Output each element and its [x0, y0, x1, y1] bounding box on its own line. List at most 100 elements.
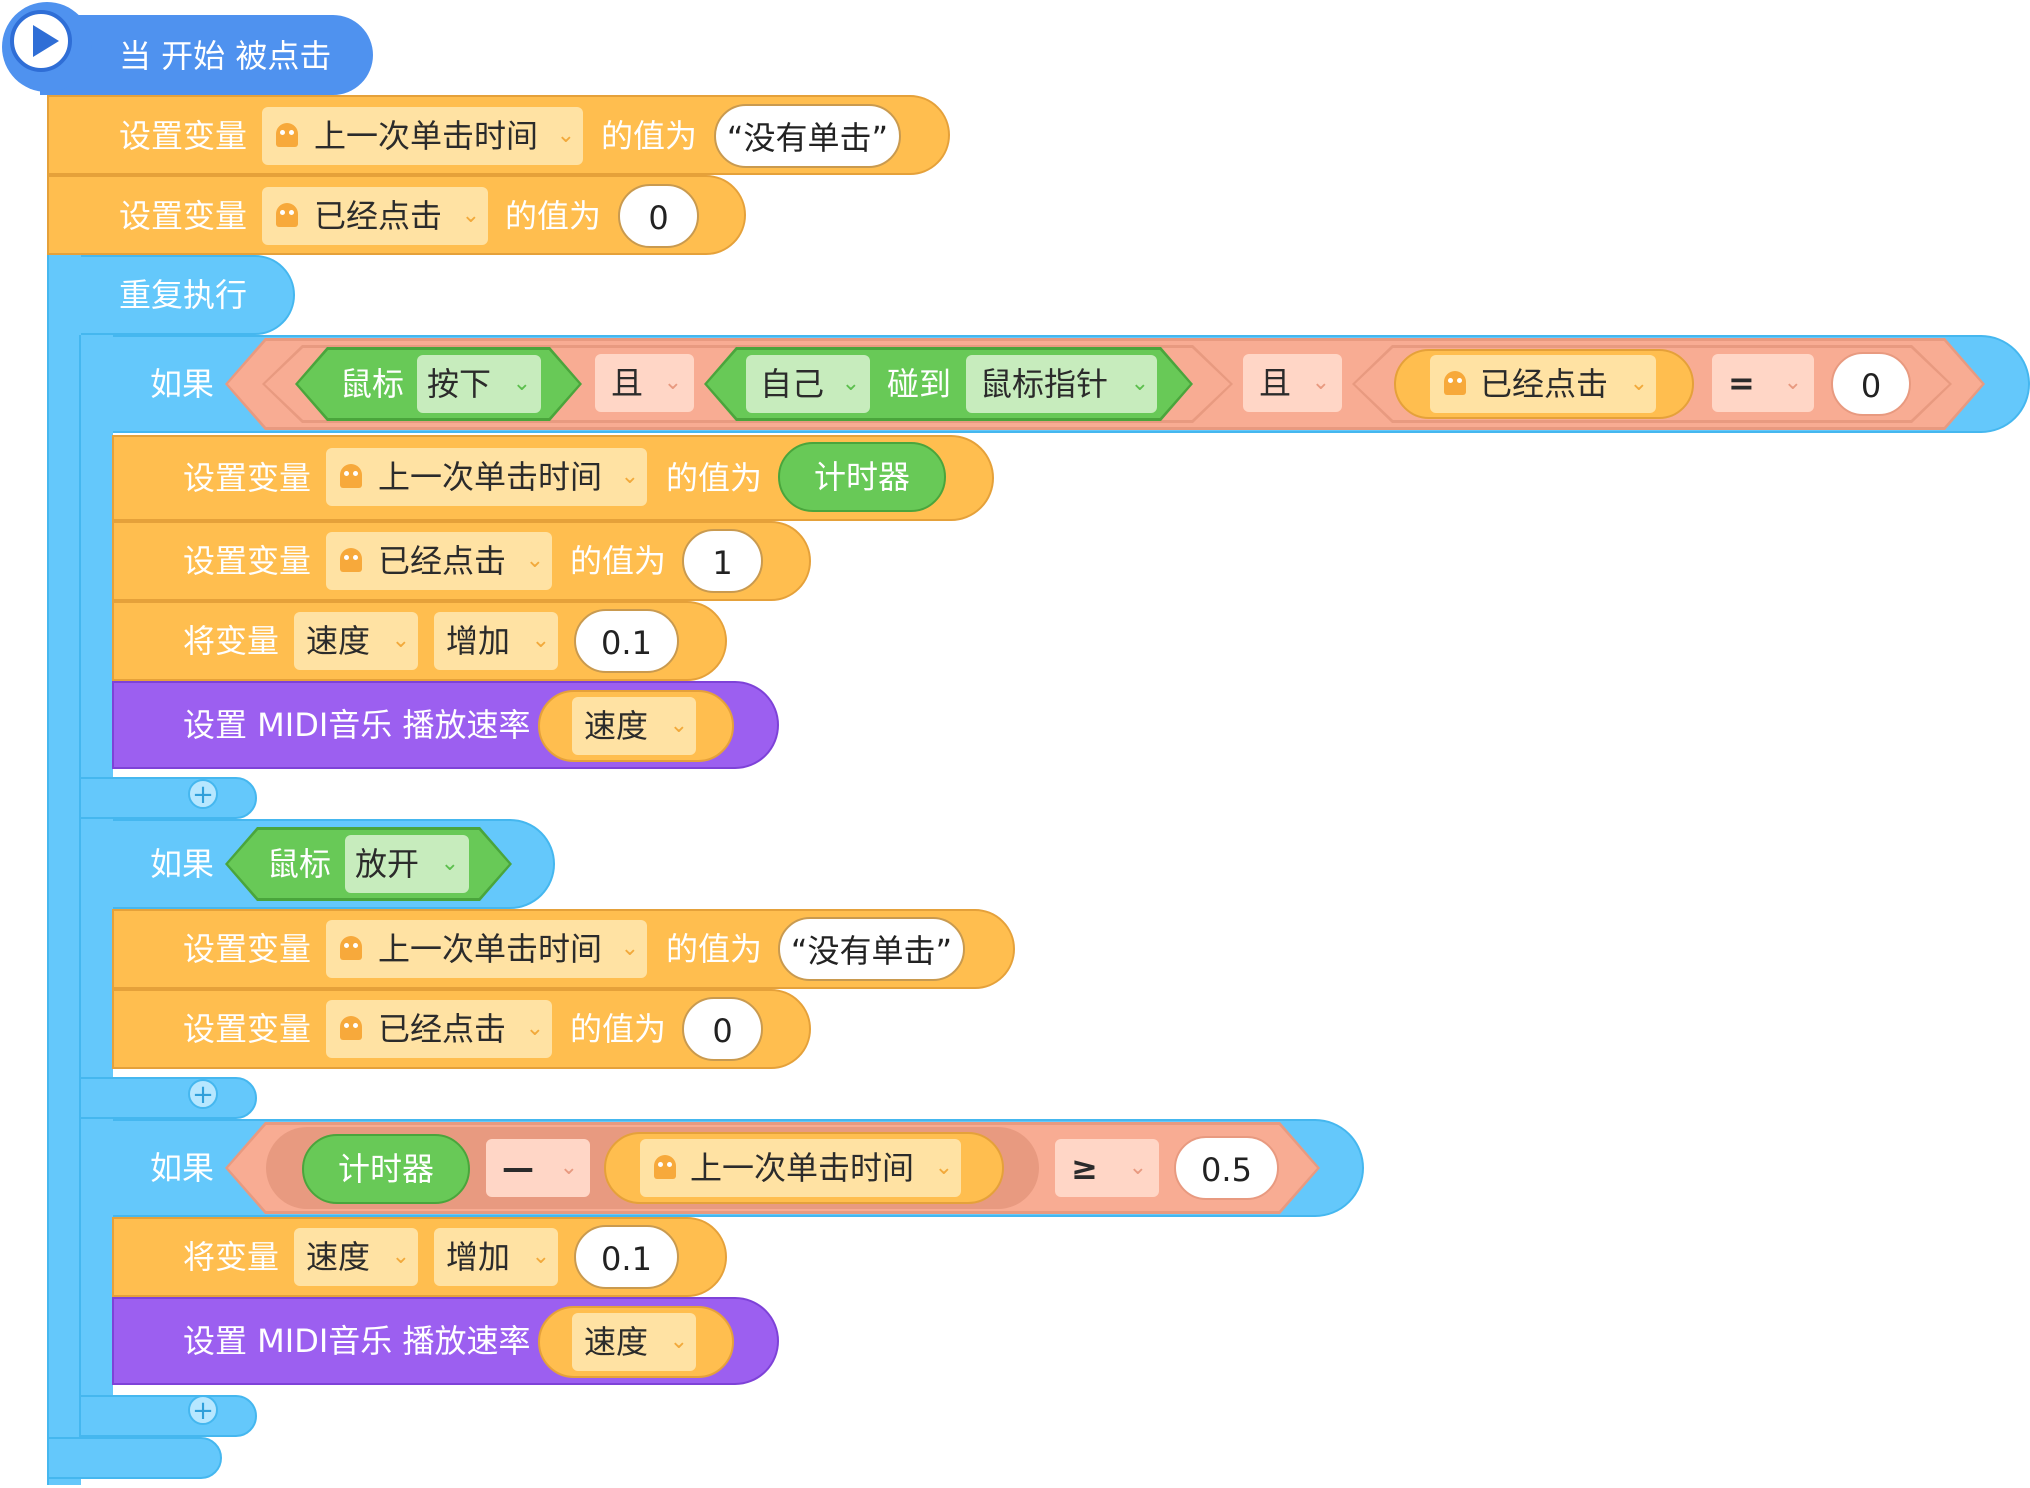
value-label: 的值为 [570, 542, 667, 580]
ghost-icon [340, 936, 362, 960]
if-label: 如果 [150, 365, 215, 403]
if-label: 如果 [150, 1149, 215, 1187]
chevron-down-icon: ⌄ [391, 1244, 410, 1269]
value-number-input[interactable]: 0.1 [574, 1225, 679, 1289]
arithmetic-operator-dropdown[interactable]: — ⌄ [486, 1139, 590, 1197]
chevron-down-icon: ⌄ [1311, 370, 1330, 395]
chevron-down-icon: ⌄ [1629, 371, 1648, 396]
variable-dropdown[interactable]: 速度 ⌄ [294, 612, 418, 670]
chevron-down-icon: ⌄ [525, 548, 544, 573]
mouse-state-block[interactable]: 鼠标 按下 ⌄ [295, 347, 582, 421]
value-text-input[interactable]: “没有单击” [714, 104, 901, 168]
logic-operator-dropdown[interactable]: 且 ⌄ [1243, 354, 1342, 412]
change-variable-label: 将变量 [183, 622, 280, 660]
chevron-down-icon: ⌄ [440, 851, 459, 876]
ghost-icon [340, 464, 362, 488]
ghost-icon [276, 123, 298, 147]
timer-reporter[interactable]: 计时器 [302, 1134, 470, 1204]
change-mode-dropdown[interactable]: 增加 ⌄ [434, 612, 558, 670]
play-icon [2, 2, 92, 92]
chevron-down-icon: ⌄ [556, 123, 575, 148]
chevron-down-icon: ⌄ [531, 628, 550, 653]
variable-reporter[interactable]: 速度 ⌄ [538, 690, 734, 762]
value-label: 的值为 [505, 197, 602, 235]
variable-dropdown[interactable]: 已经点击 ⌄ [262, 187, 488, 245]
chevron-down-icon: ⌄ [391, 628, 410, 653]
chevron-down-icon: ⌄ [663, 370, 682, 395]
variable-dropdown[interactable]: 速度 ⌄ [572, 1313, 696, 1371]
ghost-icon [340, 1016, 362, 1040]
midi-rate-label: 设置 MIDI音乐 播放速率 [183, 706, 531, 744]
chevron-down-icon: ⌄ [841, 371, 860, 396]
sprite-dropdown[interactable]: 自己 ⌄ [746, 355, 870, 413]
value-label: 的值为 [666, 930, 763, 968]
chevron-down-icon: ⌄ [1128, 1155, 1147, 1180]
variable-dropdown[interactable]: 上一次单击时间 ⌄ [326, 448, 647, 506]
variable-dropdown[interactable]: 已经点击 ⌄ [326, 532, 552, 590]
chevron-down-icon: ⌄ [559, 1155, 578, 1180]
variable-dropdown[interactable]: 速度 ⌄ [572, 697, 696, 755]
mouse-state-block[interactable]: 鼠标 放开 ⌄ [225, 827, 512, 901]
variable-dropdown[interactable]: 速度 ⌄ [294, 1228, 418, 1286]
if-label: 如果 [150, 845, 215, 883]
chevron-down-icon: ⌄ [461, 203, 480, 228]
touch-label: 碰到 [887, 365, 952, 403]
touching-block[interactable]: 自己 ⌄ 碰到 鼠标指针 ⌄ [704, 347, 1193, 421]
compare-operator-dropdown[interactable]: ≥ ⌄ [1055, 1139, 1159, 1197]
variable-reporter[interactable]: 速度 ⌄ [538, 1306, 734, 1378]
touch-target-dropdown[interactable]: 鼠标指针 ⌄ [966, 355, 1157, 413]
variable-dropdown[interactable]: 上一次单击时间 ⌄ [262, 107, 583, 165]
chevron-down-icon: ⌄ [512, 371, 531, 396]
variable-dropdown[interactable]: 上一次单击时间 ⌄ [640, 1139, 961, 1197]
ghost-icon [654, 1155, 676, 1179]
midi-rate-label: 设置 MIDI音乐 播放速率 [183, 1322, 531, 1360]
value-number-input[interactable]: 0.1 [574, 609, 679, 673]
variable-reporter[interactable]: 上一次单击时间 ⌄ [604, 1132, 1004, 1204]
chevron-down-icon: ⌄ [669, 713, 688, 738]
value-text-input[interactable]: “没有单击” [778, 917, 965, 981]
plus-icon[interactable]: + [188, 779, 218, 809]
value-number-input[interactable]: 0 [1831, 352, 1911, 416]
chevron-down-icon: ⌄ [620, 936, 639, 961]
ghost-icon [276, 203, 298, 227]
variable-reporter[interactable]: 已经点击 ⌄ [1394, 349, 1694, 419]
mouse-state-dropdown[interactable]: 按下 ⌄ [417, 355, 541, 413]
ghost-icon [340, 548, 362, 572]
timer-reporter[interactable]: 计时器 [778, 442, 946, 512]
ghost-icon [1444, 371, 1466, 395]
value-number-input[interactable]: 1 [682, 529, 763, 593]
chevron-down-icon: ⌄ [934, 1155, 953, 1180]
chevron-down-icon: ⌄ [620, 464, 639, 489]
value-number-input[interactable]: 0.5 [1174, 1136, 1279, 1200]
set-variable-label: 设置变量 [183, 930, 312, 968]
change-mode-dropdown[interactable]: 增加 ⌄ [434, 1228, 558, 1286]
value-label: 的值为 [570, 1010, 667, 1048]
set-variable-label: 设置变量 [183, 459, 312, 497]
compare-operator-dropdown[interactable]: = ⌄ [1712, 354, 1814, 412]
chevron-down-icon: ⌄ [531, 1244, 550, 1269]
value-number-input[interactable]: 0 [618, 184, 699, 248]
variable-dropdown[interactable]: 上一次单击时间 ⌄ [326, 920, 647, 978]
mouse-label: 鼠标 [340, 365, 405, 403]
variable-dropdown[interactable]: 已经点击 ⌄ [326, 1000, 552, 1058]
repeat-block[interactable]: 重复执行 [47, 255, 295, 1485]
set-variable-label: 设置变量 [119, 197, 248, 235]
change-variable-label: 将变量 [183, 1238, 280, 1276]
value-number-input[interactable]: 0 [682, 997, 763, 1061]
chevron-down-icon: ⌄ [669, 1329, 688, 1354]
value-label: 的值为 [666, 459, 763, 497]
when-start-clicked-block[interactable] [40, 15, 373, 95]
chevron-down-icon: ⌄ [1783, 370, 1802, 395]
set-variable-label: 设置变量 [119, 117, 248, 155]
plus-icon[interactable]: + [188, 1079, 218, 1109]
hat-label: 当 开始 被点击 [119, 37, 332, 75]
variable-dropdown[interactable]: 已经点击 ⌄ [1430, 355, 1656, 413]
logic-operator-dropdown[interactable]: 且 ⌄ [595, 354, 694, 412]
repeat-label: 重复执行 [119, 276, 248, 314]
chevron-down-icon: ⌄ [525, 1016, 544, 1041]
mouse-label: 鼠标 [267, 845, 332, 883]
set-variable-label: 设置变量 [183, 1010, 312, 1048]
plus-icon[interactable]: + [188, 1395, 218, 1425]
chevron-down-icon: ⌄ [1130, 371, 1149, 396]
mouse-state-dropdown[interactable]: 放开 ⌄ [345, 835, 469, 893]
